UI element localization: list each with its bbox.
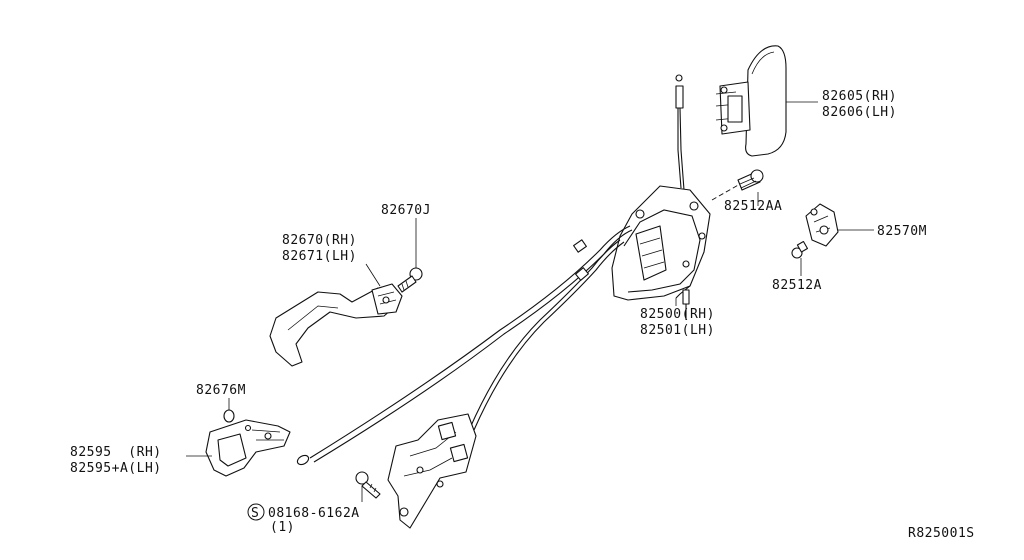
- release-cables: [296, 225, 690, 466]
- label-pull-handle-lh: 82671(LH): [282, 249, 357, 264]
- bolt-82670j-part: [397, 267, 423, 293]
- striker-82570m-part: [805, 203, 839, 247]
- label-bolt-82670j: 82670J: [381, 203, 431, 218]
- screw-symbol: S: [251, 506, 259, 521]
- screw-symbol-circle: [247, 503, 265, 521]
- label-screw-qty: (1): [270, 520, 295, 535]
- bolt-82512a-part: [791, 240, 809, 259]
- leader-lines: [186, 101, 874, 502]
- label-pull-handle-rh: 82670(RH): [282, 233, 357, 248]
- lock-rod: [675, 74, 691, 206]
- label-outside-handle-lh: 82606(LH): [822, 105, 897, 120]
- outside-handle-part: [715, 45, 787, 157]
- label-striker: 82570M: [877, 224, 927, 239]
- label-bolt-82512a: 82512A: [772, 278, 822, 293]
- label-inside-handle-lh: 82595+A(LH): [70, 461, 162, 476]
- label-bolt-82512aa: 82512AA: [724, 199, 782, 214]
- label-inside-handle-rh: 82595 (RH): [70, 445, 162, 460]
- door-lock-assembly-part: [611, 185, 711, 301]
- label-clip: 82676M: [196, 383, 246, 398]
- inside-handle-part: [205, 419, 291, 477]
- label-screw: 08168-6162A: [268, 506, 360, 521]
- label-lock-assy-rh: 82500(RH): [640, 307, 715, 322]
- screw-08168-part: [355, 471, 381, 499]
- pull-handle-part: [269, 283, 403, 367]
- label-lock-assy-lh: 82501(LH): [640, 323, 715, 338]
- diagram-id: R825001S: [908, 526, 975, 541]
- bolt-82512aa-part: [711, 169, 764, 201]
- handle-bracket-part: [387, 413, 477, 529]
- clip-82676m-part: [223, 409, 235, 423]
- label-outside-handle-rh: 82605(RH): [822, 89, 897, 104]
